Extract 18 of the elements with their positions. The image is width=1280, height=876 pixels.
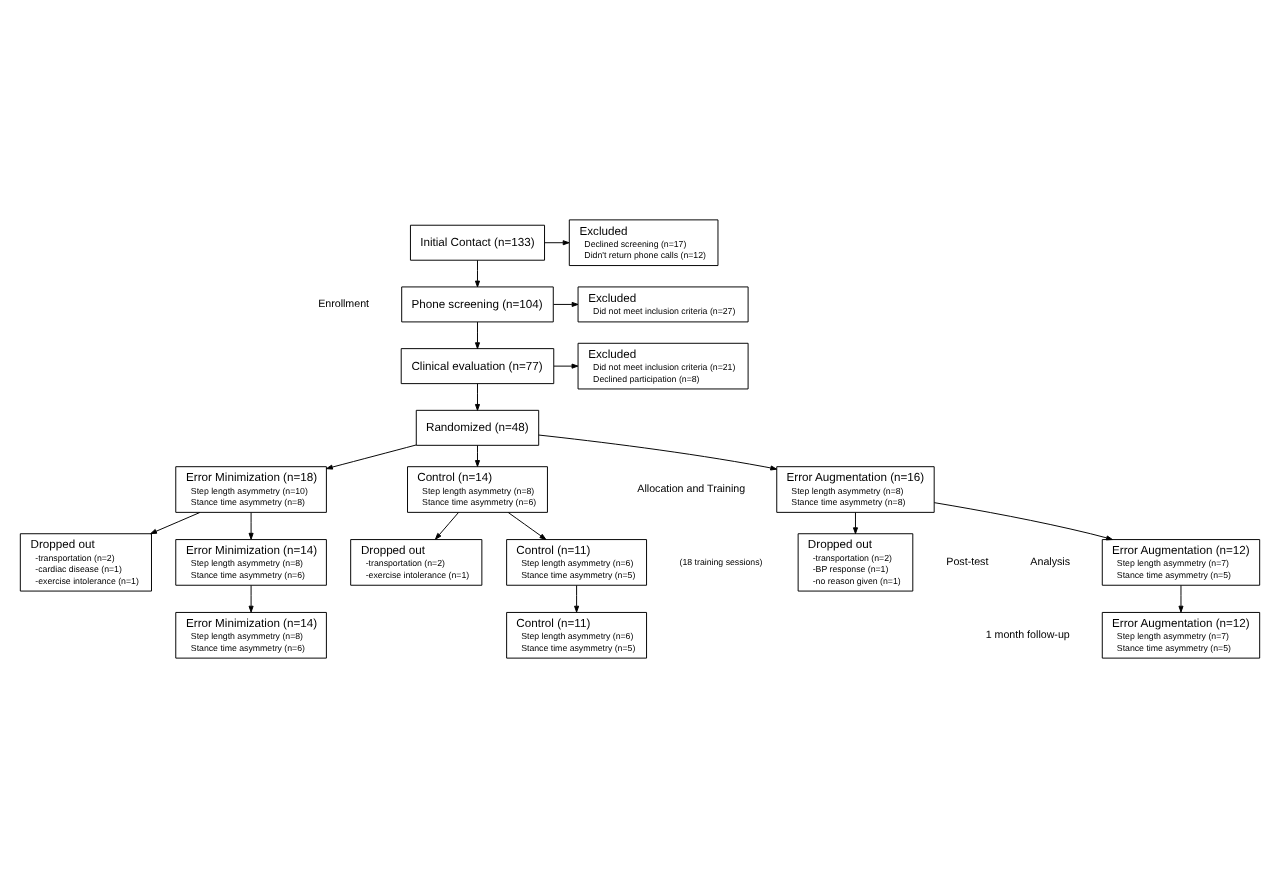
arrow — [326, 443, 417, 469]
arrow — [538, 433, 778, 470]
arrow — [507, 511, 547, 539]
arrow — [1178, 583, 1184, 612]
arrow — [933, 501, 1113, 540]
arrow — [544, 239, 570, 245]
arrow — [474, 320, 480, 349]
arrow — [474, 258, 480, 287]
arrow — [150, 511, 201, 534]
arrow — [248, 583, 254, 612]
arrow — [474, 443, 480, 466]
arrow — [574, 583, 580, 612]
arrow — [474, 382, 480, 410]
arrow — [553, 300, 579, 306]
arrow — [248, 511, 254, 539]
arrow — [553, 362, 579, 368]
arrow — [852, 511, 858, 534]
arrow — [435, 511, 459, 539]
